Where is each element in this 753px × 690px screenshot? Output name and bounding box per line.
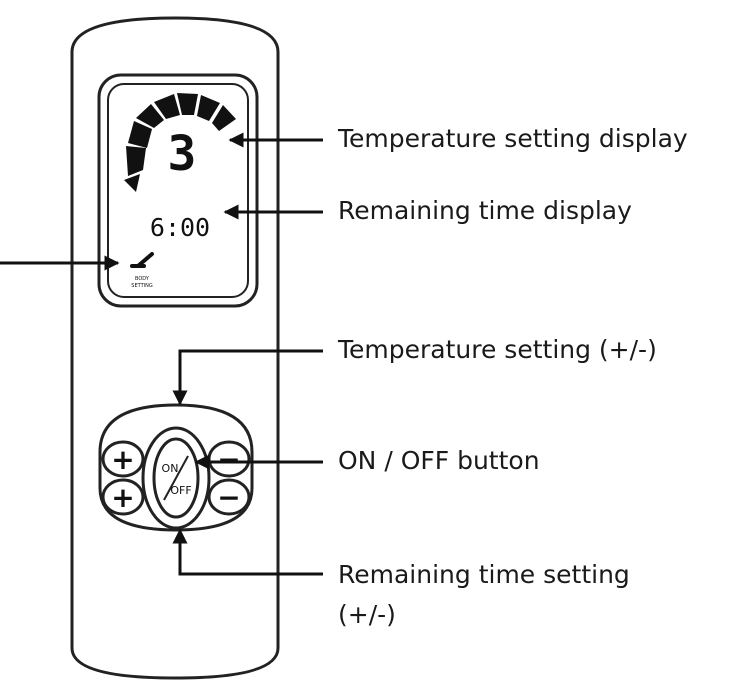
body-setting-icon: BODY SETTING <box>130 252 154 289</box>
time-minus-label: − <box>217 481 240 514</box>
time-minus-button[interactable] <box>207 478 251 516</box>
temperature-minus-label: − <box>217 443 240 476</box>
temperature-plus-label: + <box>111 443 134 476</box>
callout-time-setting-line1: Remaining time setting <box>338 560 630 589</box>
temperature-level-arc <box>124 93 236 192</box>
arrow-time-setting <box>172 528 323 576</box>
temp-segment-5 <box>177 93 198 115</box>
temp-segment-4 <box>154 94 180 119</box>
off-label: OFF <box>170 484 191 497</box>
temperature-value: 3 <box>168 126 197 182</box>
temp-segment-7 <box>212 105 236 131</box>
callout-time-setting-line2: (+/-) <box>338 600 396 629</box>
temp-segment-2 <box>128 121 152 148</box>
button-cluster: + − + − ON OFF <box>98 403 254 532</box>
temperature-plus-button[interactable] <box>101 440 145 478</box>
callout-time-display: Remaining time display <box>338 196 632 225</box>
temp-segment-1 <box>126 146 146 176</box>
arrow-temperature-setting <box>172 349 323 406</box>
time-plus-button[interactable] <box>101 478 145 516</box>
remaining-time-value: 6:00 <box>150 213 210 242</box>
callout-temperature-setting: Temperature setting (+/-) <box>338 335 657 364</box>
callout-power-button: ON / OFF button <box>338 446 540 475</box>
on-off-divider <box>163 455 189 501</box>
body-setting-caption-1: BODY <box>135 276 150 282</box>
on-label: ON <box>162 462 179 475</box>
callout-temperature-display: Temperature setting display <box>338 124 688 153</box>
body-setting-caption-2: SETTING <box>131 283 153 289</box>
temp-segment-3 <box>136 104 164 128</box>
temp-segment-8 <box>124 174 140 192</box>
time-plus-label: + <box>111 481 134 514</box>
temp-segment-6 <box>197 95 220 121</box>
